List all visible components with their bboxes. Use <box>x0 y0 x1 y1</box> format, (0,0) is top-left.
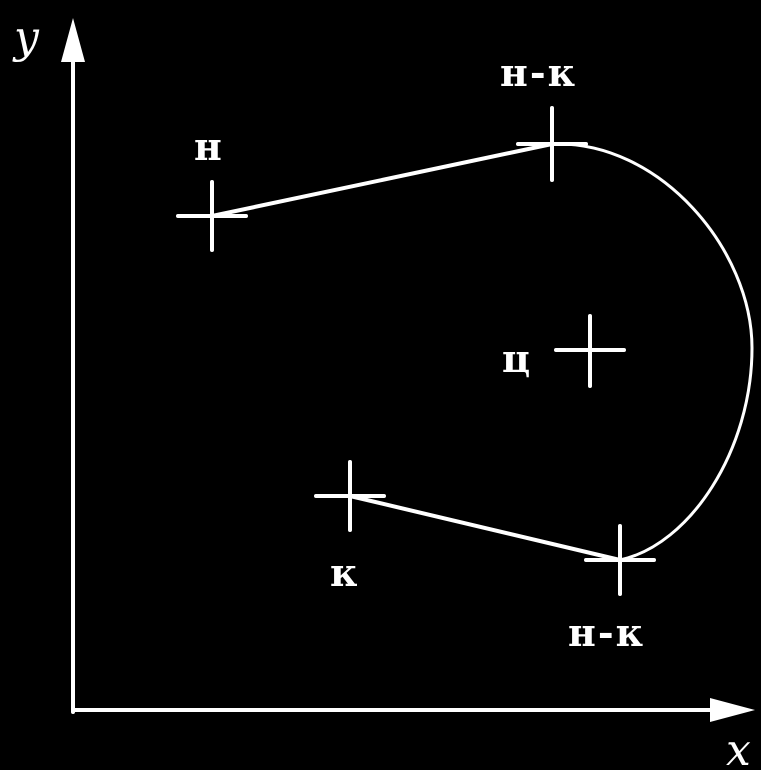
y-axis <box>61 18 85 714</box>
y-axis-label: y <box>12 12 40 63</box>
x-axis-label: x <box>726 725 751 770</box>
bottom-start-end-point-marker <box>584 524 656 596</box>
end-point-marker <box>314 460 386 532</box>
start-point-marker <box>176 180 248 252</box>
center-label: ц <box>502 336 532 381</box>
arc-segment <box>550 142 754 562</box>
top-start-end-point-marker <box>516 106 588 182</box>
end-point-label: к <box>330 550 359 595</box>
start-point-label: н <box>194 124 224 169</box>
y-axis-arrow-icon <box>61 18 85 62</box>
x-axis <box>71 698 755 722</box>
bottom-start-end-label: н-к <box>568 610 645 655</box>
approach-segment <box>210 142 554 218</box>
center-point-marker <box>554 314 626 388</box>
top-start-end-label: н-к <box>500 50 577 95</box>
x-axis-arrow-icon <box>710 698 755 722</box>
exit-segment <box>348 494 622 562</box>
